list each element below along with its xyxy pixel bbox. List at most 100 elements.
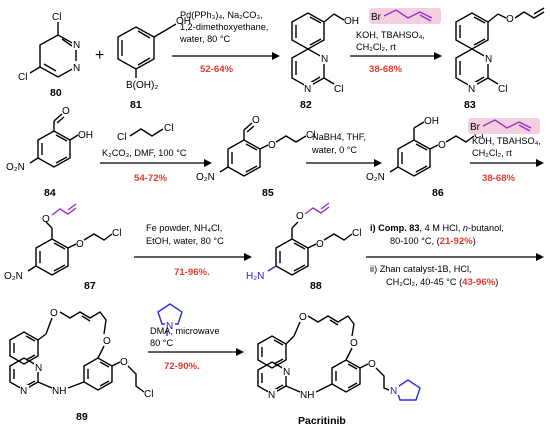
atom-o: O bbox=[438, 140, 446, 151]
allyl-bromide-reagent: Br bbox=[468, 118, 540, 134]
atom-n: N bbox=[304, 84, 311, 95]
compound-label-87: 87 bbox=[84, 280, 96, 292]
atom-cl: Cl bbox=[144, 389, 153, 400]
step-5-conditions: KOH, TBAHSO₄, CH₂Cl₂, rt 38-68% bbox=[472, 136, 541, 184]
condition-text: KOH, TBAHSO₄, bbox=[472, 136, 541, 146]
compound-88-structure: O O Cl H₂N bbox=[246, 202, 361, 282]
atom-o: O bbox=[76, 239, 84, 250]
compound-86-structure: OH O Cl O₂N bbox=[366, 116, 483, 183]
atom-oh: OH bbox=[344, 16, 359, 27]
atom-br: Br bbox=[470, 122, 481, 133]
compound-label-89: 89 bbox=[76, 411, 88, 423]
compound-82-structure: N N OH Cl bbox=[291, 12, 359, 95]
atom-cl: Cl bbox=[52, 12, 61, 23]
atom-n: N bbox=[390, 386, 397, 397]
condition-text: K₂CO₃, DMF, 100 °C bbox=[102, 148, 187, 158]
atom-o: O bbox=[350, 338, 358, 349]
atom-o: O bbox=[252, 115, 260, 126]
atom-o: O bbox=[299, 312, 307, 323]
condition-text: Fe powder, NH₄Cl, bbox=[146, 223, 222, 233]
atom-cl: Cl bbox=[18, 72, 27, 83]
atom-o: O bbox=[50, 308, 58, 319]
condition-text: 80 °C bbox=[150, 338, 173, 348]
yield-text: 52-64% bbox=[200, 64, 234, 75]
compound-label-88: 88 bbox=[310, 280, 322, 292]
compound-84-structure: O OH O₂N bbox=[6, 106, 93, 173]
atom-o2n: O₂N bbox=[6, 162, 25, 173]
yield-text: 38-68% bbox=[482, 173, 516, 184]
atom-oh: OH bbox=[176, 16, 191, 27]
atom-o: O bbox=[368, 359, 376, 370]
step-7-i-line2: 80-100 °C, (21-92%) bbox=[390, 236, 476, 247]
compound-85-structure: O O Cl O₂N bbox=[196, 115, 315, 183]
condition-text: water, 0 °C bbox=[311, 145, 357, 155]
atom-cl: Cl bbox=[112, 228, 121, 239]
atom-n: N bbox=[283, 367, 290, 378]
step-3-conditions: K₂CO₃, DMF, 100 °C 54-72% bbox=[102, 148, 187, 184]
condition-text: NaBH4, THF, bbox=[312, 132, 366, 142]
atom-cl: Cl bbox=[474, 130, 483, 141]
condition-text: CH₂Cl₂, rt bbox=[472, 148, 512, 158]
atom-cl: Cl bbox=[117, 132, 126, 143]
yield-text: 54-72% bbox=[134, 173, 168, 184]
atom-n: N bbox=[20, 386, 27, 397]
allyl-bromide-reagent: Br bbox=[369, 8, 441, 24]
step-7-conditions: i) Comp. 83, 4 M HCl, n-butanol, 80-100 … bbox=[370, 223, 504, 288]
pacritinib-structure: O O O N N N NH bbox=[257, 312, 421, 401]
atom-o: O bbox=[316, 239, 324, 250]
step-6-conditions: Fe powder, NH₄Cl, EtOH, water, 80 °C 71-… bbox=[146, 223, 224, 278]
yield-text: 38-68% bbox=[369, 64, 403, 75]
atom-o2n: O₂N bbox=[196, 172, 215, 183]
atom-cl: Cl bbox=[334, 84, 343, 95]
atom-cl: Cl bbox=[352, 228, 361, 239]
condition-text: water, 80 °C bbox=[179, 34, 231, 44]
step-2-conditions: KOH, TBAHSO₄, CH₂Cl₂, rt 38-68% bbox=[356, 30, 425, 75]
compound-label-82: 82 bbox=[300, 99, 312, 111]
step-7-ii-line1: ii) Zhan catalyst-1B, HCl, bbox=[370, 264, 472, 274]
compound-label-pacritinib: Pacritinib bbox=[298, 415, 346, 427]
atom-o: O bbox=[506, 14, 514, 25]
atom-nh: NH bbox=[300, 390, 314, 401]
atom-boronic: B(OH)₂ bbox=[126, 80, 158, 91]
atom-o: O bbox=[120, 357, 128, 368]
atom-n: N bbox=[468, 84, 475, 95]
atom-n: N bbox=[321, 54, 328, 65]
dichloroethane-reagent: Cl Cl bbox=[117, 123, 173, 143]
pyrrolidine-reagent: N bbox=[157, 303, 183, 336]
yield-text: 72-90%. bbox=[164, 361, 200, 372]
atom-n: N bbox=[35, 363, 42, 374]
atom-o: O bbox=[62, 106, 70, 117]
atom-n: N bbox=[485, 54, 492, 65]
step-7-i-line1: i) Comp. 83, 4 M HCl, n-butanol, bbox=[370, 223, 504, 233]
atom-oh: OH bbox=[424, 116, 439, 127]
atom-o2n: O₂N bbox=[366, 172, 385, 183]
compound-87-structure: O O Cl O₂N bbox=[4, 203, 121, 282]
atom-o: O bbox=[103, 336, 111, 347]
compound-80-structure: N N Cl Cl bbox=[18, 12, 81, 83]
condition-text: 1,2-dimethoxyethane, bbox=[180, 22, 268, 32]
condition-text: KOH, TBAHSO₄, bbox=[356, 30, 425, 40]
compound-label-85: 85 bbox=[262, 187, 274, 199]
step-4-conditions: NaBH4, THF, water, 0 °C bbox=[311, 132, 366, 155]
atom-n: N bbox=[166, 321, 173, 332]
atom-oh: OH bbox=[78, 130, 93, 141]
condition-text: DMA, microwave bbox=[150, 326, 219, 336]
atom-n: N bbox=[268, 390, 275, 401]
condition-text: EtOH, water, 80 °C bbox=[146, 236, 224, 246]
compound-81-structure: OH B(OH)₂ bbox=[117, 16, 191, 91]
step-1-conditions: Pd(PPh₃)₄, Na₂CO₃, 1,2-dimethoxyethane, … bbox=[179, 10, 268, 75]
step-7-ii-line2: CH₂Cl₂, 40-45 °C (43-96%) bbox=[386, 277, 498, 288]
compound-label-80: 80 bbox=[50, 87, 62, 99]
compound-label-86: 86 bbox=[432, 187, 444, 199]
condition-text: CH₂Cl₂, rt bbox=[356, 42, 396, 52]
compound-83-structure: N N O Cl bbox=[455, 7, 545, 95]
atom-cl: Cl bbox=[164, 123, 173, 134]
yield-text: 71-96%. bbox=[174, 267, 210, 278]
plus-sign: + bbox=[95, 47, 104, 64]
atom-br: Br bbox=[371, 12, 382, 23]
atom-o: O bbox=[42, 214, 50, 225]
atom-o: O bbox=[296, 211, 304, 222]
step-8-conditions: DMA, microwave 80 °C 72-90%. bbox=[150, 326, 219, 372]
atom-h2n: H₂N bbox=[246, 271, 264, 282]
